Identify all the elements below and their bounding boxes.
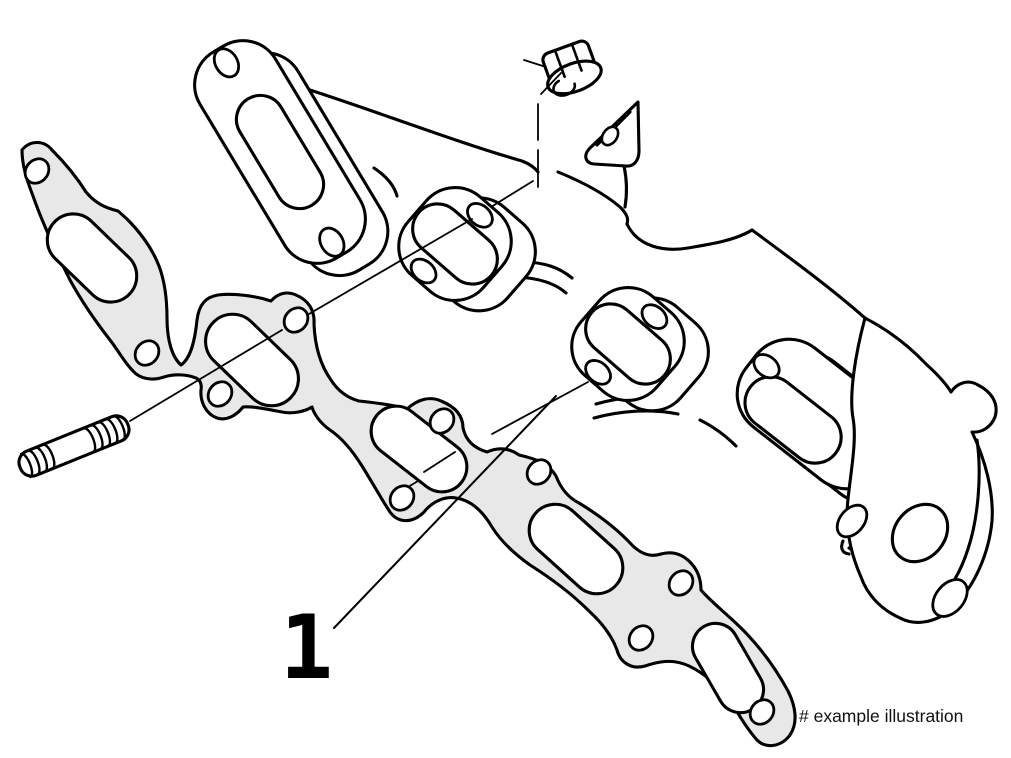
bolt-hole	[466, 202, 494, 229]
mounting-bracket	[584, 100, 641, 209]
stud-shaft	[17, 414, 131, 478]
gasket-bolt-holes	[23, 157, 776, 726]
gasket-port	[45, 212, 139, 304]
end-flange-body	[845, 316, 998, 624]
flange-nut	[541, 39, 603, 97]
nut-facet-line	[554, 43, 583, 79]
bolt-hole	[282, 306, 310, 334]
bolt-hole	[525, 458, 553, 486]
assembly-center-lines	[129, 59, 589, 488]
mounting-stud-drawing	[17, 414, 131, 479]
manifold-gasket-drawing[interactable]	[20, 140, 797, 748]
second-axis-line	[407, 381, 589, 488]
stud-axis-line	[129, 180, 534, 422]
collector-outlet-hole	[890, 502, 950, 564]
exhaust-manifold-drawing	[193, 39, 998, 624]
exhaust-port-opening	[743, 375, 843, 465]
bolt-hole	[212, 47, 241, 79]
example-illustration-note: # example illustration	[799, 706, 963, 726]
bolt-hole	[835, 503, 869, 539]
callout-leader-line	[333, 395, 557, 629]
bolt-hole	[23, 157, 51, 185]
callout-number[interactable]: 1	[280, 596, 333, 699]
exhaust-port-opening	[234, 93, 326, 211]
gasket-ports	[45, 212, 766, 715]
bolt-hole	[931, 578, 969, 618]
bolt-hole	[388, 484, 416, 512]
bolt-hole	[667, 569, 695, 597]
nut-axis-line	[523, 59, 562, 188]
bolt-hole	[428, 407, 456, 435]
gasket-port	[204, 312, 300, 408]
bolt-hole	[752, 353, 781, 380]
bolt-hole	[584, 359, 612, 386]
bolt-hole	[206, 380, 234, 408]
bracket-hole	[600, 125, 620, 147]
manifold-end-flange	[835, 316, 998, 624]
bolt-hole	[748, 698, 776, 726]
bolt-hole	[640, 303, 669, 330]
nut-bore	[552, 79, 577, 97]
manifold-flange-2	[397, 186, 537, 313]
gasket-port	[527, 502, 625, 596]
stud-threads	[19, 415, 126, 479]
bolt-hole	[133, 339, 161, 367]
bolt-hole	[409, 257, 438, 285]
manifold-flange-3	[570, 286, 710, 413]
bolt-hole	[627, 624, 655, 652]
bolt-hole	[318, 226, 346, 258]
manifold-flange-1	[193, 39, 390, 278]
